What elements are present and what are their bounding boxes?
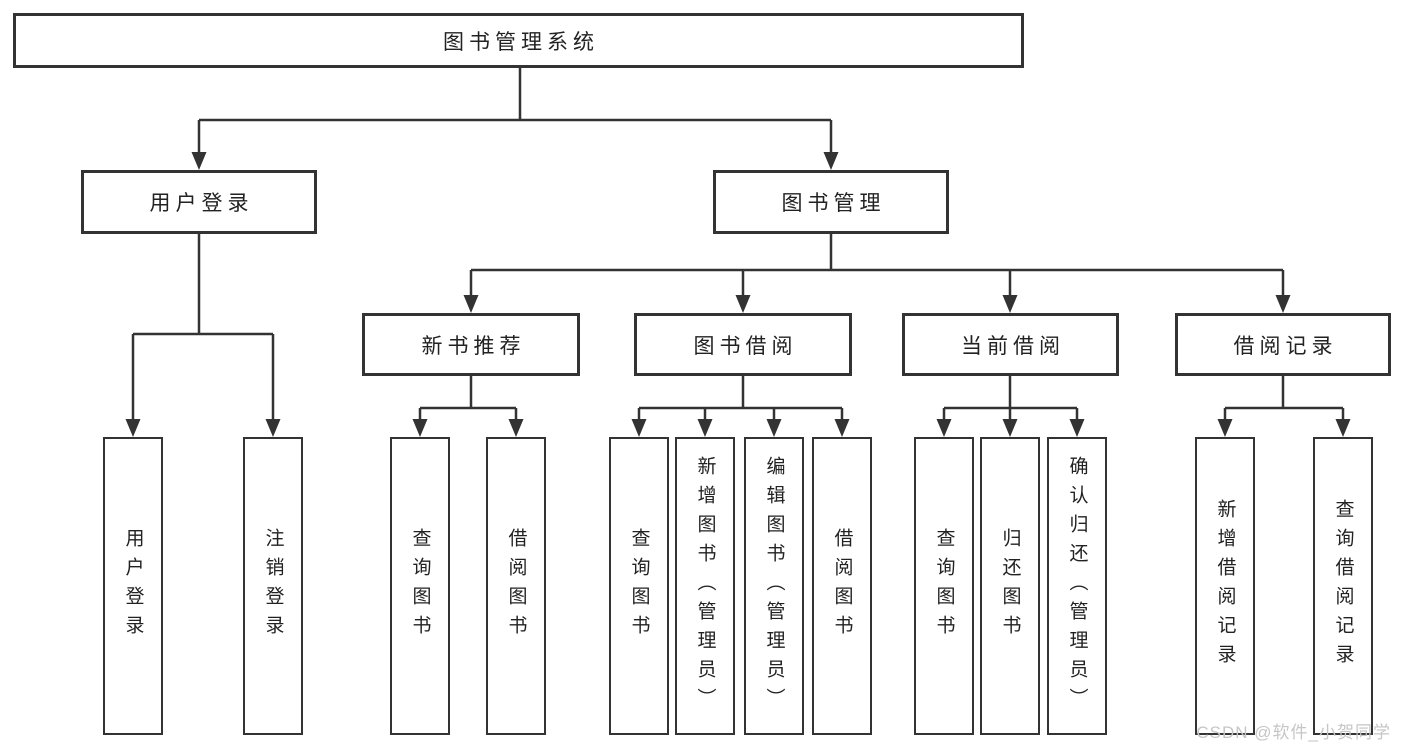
node-book-management: 图书管理 [713, 170, 949, 234]
leaf-recommend-query-books: 查询图书 [390, 437, 450, 735]
leaf-borrow-add-books-admin: 新增图书（管理员） [675, 437, 735, 735]
leaf-borrow-borrow-books: 借阅图书 [812, 437, 872, 735]
node-borrow-records: 借阅记录 [1175, 313, 1391, 376]
leaf-borrow-query-books: 查询图书 [609, 437, 669, 735]
connector-paths-main [131, 68, 1345, 422]
leaf-user-login: 用户登录 [103, 437, 163, 735]
leaf-borrow-edit-books-admin: 编辑图书（管理员） [744, 437, 804, 735]
leaf-current-return-books: 归还图书 [980, 437, 1040, 735]
node-user-login: 用户登录 [81, 170, 317, 234]
leaf-logout: 注销登录 [243, 437, 303, 735]
watermark: CSDN @软件_小贺同学 [1196, 723, 1391, 742]
leaf-recommend-borrow-books: 借阅图书 [486, 437, 546, 735]
leaf-current-query-books: 查询图书 [914, 437, 974, 735]
node-current-borrow: 当前借阅 [902, 313, 1119, 376]
node-new-book-recommend: 新书推荐 [362, 313, 580, 376]
leaf-records-add-record: 新增借阅记录 [1195, 437, 1255, 735]
node-root: 图书管理系统 [13, 13, 1024, 68]
leaf-current-confirm-return-admin: 确认归还（管理员） [1047, 437, 1107, 735]
leaf-records-query-record: 查询借阅记录 [1313, 437, 1373, 735]
node-book-borrow: 图书借阅 [634, 313, 852, 376]
